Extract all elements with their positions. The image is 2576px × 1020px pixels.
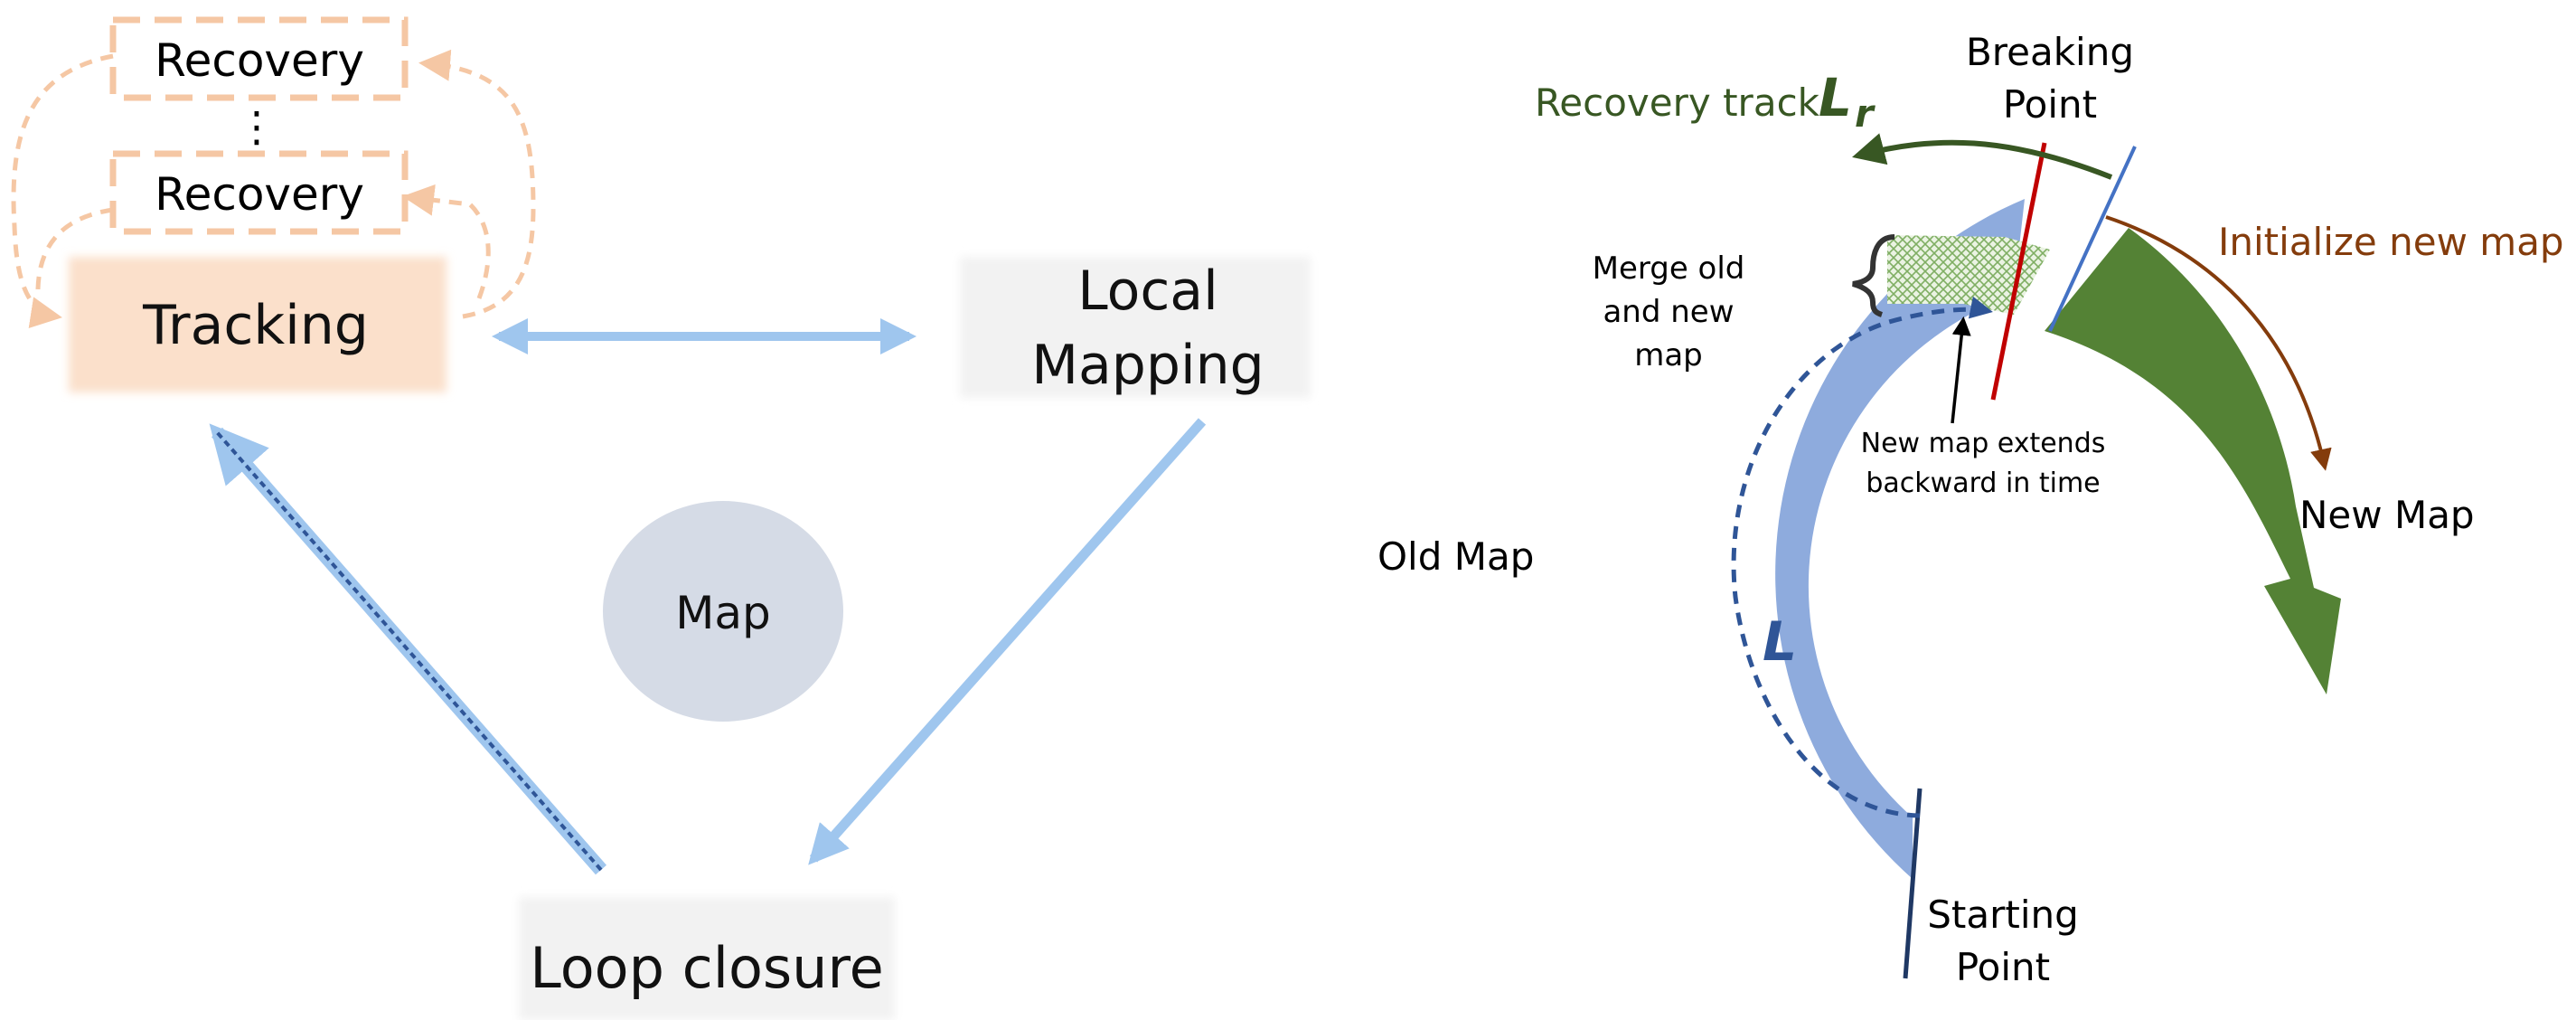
starting-point-label-line2: Point [1956,945,2050,989]
breaking-point-blue-line [2048,146,2137,332]
local-mapping-box [960,257,1311,398]
map-ellipse [603,501,843,722]
recovery-loop-outer-left [11,53,114,328]
recovery-loop-inner-right [402,184,491,299]
merge-label-line1: Merge old [1593,250,1745,287]
recovery-track-subscript: r [1855,91,1876,136]
breaking-point-label-line1: Breaking [1966,30,2134,74]
merge-brace [1852,234,1895,317]
right-diagram: Recovery track L r Breaking Point Initia… [1377,30,2564,989]
recovery-label-top: Recovery [155,34,364,87]
recovery-track-arrow [1852,133,2113,180]
tracking-label: Tracking [142,294,369,357]
extends-label-line1: New map extends [1861,428,2106,459]
old-map-label: Old Map [1377,534,1534,579]
recovery-box-top [109,16,409,101]
tracking-box-glow [69,257,447,392]
starting-point-label-line1: Starting [1927,892,2079,937]
loopclosure-tracking-arrow [209,423,607,875]
recovery-label-bottom: Recovery [155,168,364,221]
extends-label-line2: backward in time [1866,468,2100,499]
starting-point-line [1903,788,1923,979]
recovery-loop-outer-right [418,49,536,319]
left-diagram: Recovery ⋮ Recovery Tracking Local Mappi… [11,16,1311,1020]
loop-closure-box [519,897,895,1020]
localmapping-loopclosure-arrow [808,418,1207,865]
recovery-track-symbol: L [1819,67,1852,128]
extends-arrow [1951,316,1971,424]
new-map-arrow [2045,228,2341,694]
initialize-new-map-label: Initialize new map [2218,220,2564,264]
merge-label-line3: map [1634,337,1703,373]
loop-closure-label: Loop closure [530,935,884,1001]
breaking-point-red-line [1990,142,2047,401]
recovery-track-label: Recovery track [1535,80,1820,125]
loop-path-dashed [1731,296,1993,818]
local-mapping-label-line2: Mapping [1031,334,1264,397]
local-mapping-label-line1: Local [1077,260,1218,323]
ellipsis-label: ⋮ [236,102,277,151]
initialize-new-map-arrow [2105,215,2332,471]
recovery-loop-inner-left [35,207,114,299]
breaking-point-label-line2: Point [2003,82,2097,127]
recovery-box-bottom [109,150,409,235]
loop-symbol-label: L [1763,610,1797,674]
merged-region [1887,235,2050,315]
old-map-ring [1775,199,2025,879]
map-label: Map [675,587,771,639]
merge-label-line2: and new [1603,294,1734,330]
new-map-label: New Map [2299,493,2475,537]
